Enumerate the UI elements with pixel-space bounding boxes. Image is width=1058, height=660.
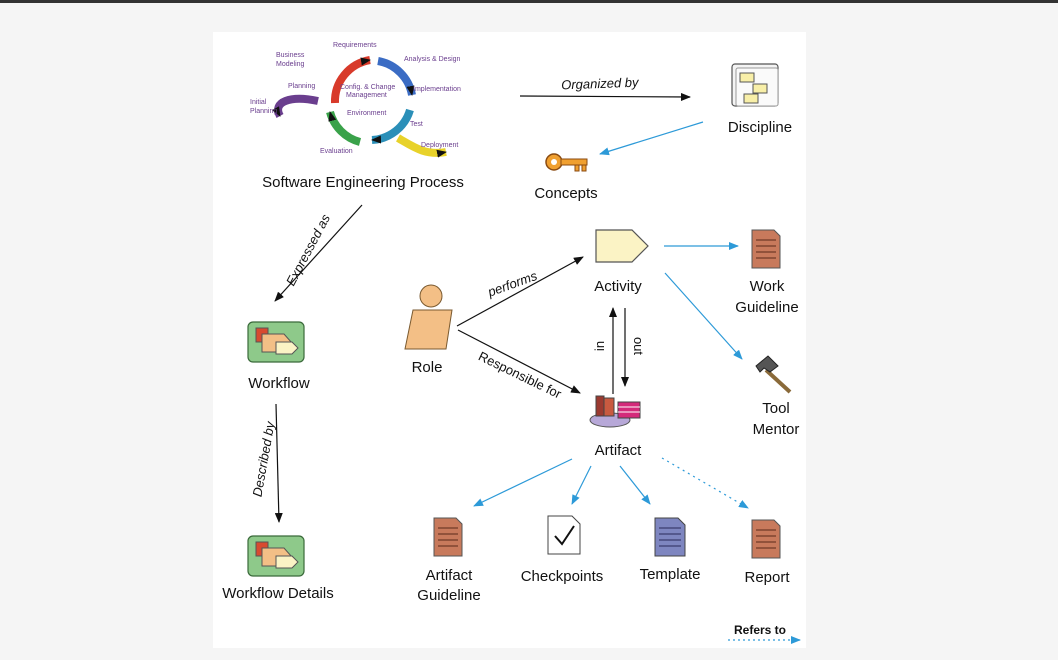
cycle-arrow-green <box>326 110 362 146</box>
cycle-label-implementation: Implementation <box>413 86 461 93</box>
edge-artifact-template <box>619 465 651 505</box>
cycle-label-business-modeling-1: Business <box>276 52 305 59</box>
artifact-icon <box>589 395 641 428</box>
edge-described-by <box>274 403 283 523</box>
diagram-panel <box>213 32 806 648</box>
node-artifact-guideline-1: Artifact <box>426 567 474 584</box>
node-work-guideline-2: Guideline <box>735 299 798 316</box>
initial-planning-arrow <box>272 94 319 118</box>
work-guideline-icon <box>751 229 781 269</box>
cycle-label-analysis-design: Analysis & Design <box>404 56 461 63</box>
workflow-icon <box>247 321 305 363</box>
node-concepts: Concepts <box>534 185 597 202</box>
discipline-icon <box>731 63 779 107</box>
checkpoints-icon <box>547 515 581 555</box>
cycle-arrow-red <box>330 56 371 104</box>
workflow-details-icon <box>247 535 305 577</box>
edge-label-in: in <box>592 341 607 351</box>
edge-expressed-as <box>274 204 363 302</box>
cycle-label-requirements: Requirements <box>333 42 377 49</box>
edge-activity-tool-mentor <box>664 272 743 360</box>
cycle-label-evaluation: Evaluation <box>320 148 353 155</box>
template-icon <box>654 517 686 557</box>
edge-artifact-artifact-guideline <box>473 458 573 507</box>
role-icon <box>404 284 453 350</box>
edge-label-expressed-as: Expressed as <box>283 211 333 288</box>
deployment-arrow <box>396 134 447 158</box>
node-activity: Activity <box>594 278 642 295</box>
edge-label-responsible-for: Responsible for <box>476 348 564 401</box>
cycle-label-business-modeling-2: Modeling <box>276 61 305 68</box>
legend-refers-to: Refers to <box>734 623 786 637</box>
node-artifact: Artifact <box>595 442 643 459</box>
node-checkpoints: Checkpoints <box>521 568 604 585</box>
artifact-guideline-icon <box>433 517 463 557</box>
node-template: Template <box>640 566 701 583</box>
cycle-label-initial-planning-1: Initial <box>250 99 267 106</box>
node-role: Role <box>412 359 443 376</box>
cycle-arrow-blue <box>377 57 416 96</box>
node-workflow-details: Workflow Details <box>222 585 333 602</box>
edge-label-described-by: Described by <box>250 419 278 498</box>
cycle-label-environment: Environment <box>347 110 386 117</box>
node-artifact-guideline-2: Guideline <box>417 587 480 604</box>
node-discipline: Discipline <box>728 119 792 136</box>
cycle-label-config-1: Config. & Change <box>340 84 395 91</box>
cycle-label-planning: Planning <box>288 83 315 90</box>
top-bar <box>0 0 1058 3</box>
edge-label-out: out <box>631 337 646 355</box>
key-icon <box>545 153 588 172</box>
node-tool-mentor-1: Tool <box>762 400 790 417</box>
edge-label-organized-by: Organized by <box>561 75 640 93</box>
edge-artifact-report <box>661 457 749 509</box>
node-tool-mentor-2: Mentor <box>753 421 800 438</box>
activity-icon <box>595 229 649 263</box>
cycle-arrow-teal <box>371 108 414 144</box>
edge-artifact-checkpoints <box>571 465 592 505</box>
lifecycle-wheel: Business Modeling Requirements Analysis … <box>250 42 461 158</box>
cycle-label-deployment: Deployment <box>421 142 458 149</box>
node-work-guideline-1: Work <box>750 278 785 295</box>
node-workflow: Workflow <box>248 375 310 392</box>
hammer-icon <box>755 355 792 394</box>
edge-performs <box>456 256 584 327</box>
edge-organized-by <box>519 92 691 101</box>
cycle-label-initial-planning-2: Planning <box>250 108 277 115</box>
edge-discipline-concepts <box>599 121 704 156</box>
cycle-label-config-2: Management <box>346 92 387 99</box>
edge-responsible-for <box>457 329 581 394</box>
cycle-label-test: Test <box>410 121 423 128</box>
report-icon <box>751 519 781 559</box>
node-report: Report <box>744 569 790 586</box>
node-software-engineering-process: Software Engineering Process <box>262 174 464 191</box>
